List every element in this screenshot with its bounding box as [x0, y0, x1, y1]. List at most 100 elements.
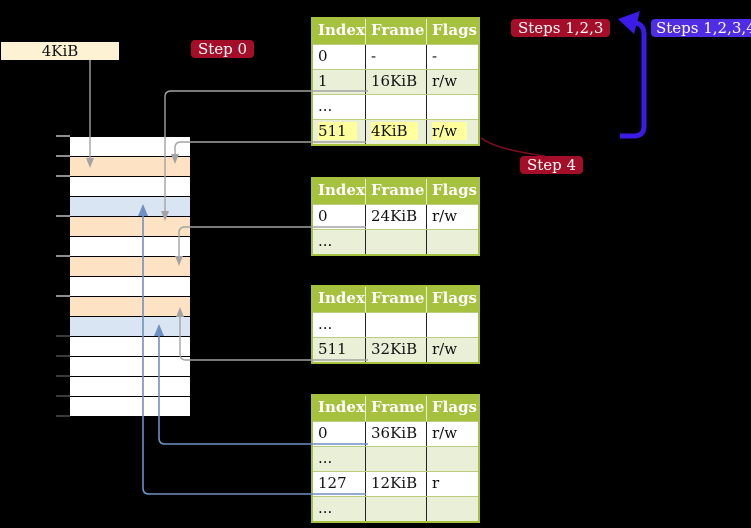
table-cell: ... — [313, 447, 366, 471]
table-cell: 0 — [313, 205, 366, 229]
big-loop-arrowhead-icon — [618, 11, 640, 34]
table-cell — [366, 230, 427, 254]
table-cell: 4KiB — [366, 120, 427, 144]
table-cell: ... — [313, 497, 366, 521]
memory-frame-row — [70, 357, 190, 377]
column-header: Frame — [366, 19, 427, 44]
column-header: Flags — [432, 181, 477, 199]
table-row: ... — [313, 446, 478, 471]
table-cell: 511 — [313, 120, 366, 144]
column-header: Index — [313, 179, 366, 204]
table-cell — [366, 95, 427, 119]
memory-frame-row — [70, 197, 190, 217]
table-row: ... — [313, 229, 478, 254]
table-cell: 16KiB — [366, 70, 427, 94]
table-cell: 24KiB — [366, 205, 427, 229]
memory-frame-row — [70, 337, 190, 357]
badge-step-4: Step 4 — [520, 156, 584, 174]
table-row: 511 4KiB r/w — [313, 119, 478, 144]
memory-address-tick — [56, 155, 70, 157]
table-cell: r — [432, 474, 440, 492]
step4-annotation-line — [480, 137, 546, 157]
table-cell: 0 — [313, 45, 366, 69]
table-cell — [366, 313, 427, 337]
table-cell: 511 — [313, 338, 366, 362]
column-header: Index — [313, 19, 366, 44]
highlighted-value: 511 — [318, 122, 357, 140]
memory-frame-row — [70, 157, 190, 177]
memory-address-tick — [56, 215, 70, 217]
column-header: Flags — [432, 289, 477, 307]
physical-memory-strip — [70, 137, 190, 417]
table-cell — [427, 497, 478, 521]
memory-address-tick — [56, 395, 70, 397]
page-size-label: 4KiB — [1, 42, 119, 60]
table-cell: ... — [313, 313, 366, 337]
highlighted-value: r/w — [432, 122, 468, 140]
table-cell — [427, 230, 478, 254]
table-cell: 1 — [313, 70, 366, 94]
table-cell: 36KiB — [366, 422, 427, 446]
badge-step-0: Step 0 — [191, 40, 255, 58]
table-row: 0-- — [313, 44, 478, 69]
memory-address-tick — [56, 295, 70, 297]
memory-frame-row — [70, 317, 190, 337]
table-cell: r/w — [432, 340, 458, 358]
table-cell — [366, 447, 427, 471]
memory-address-tick — [56, 255, 70, 257]
memory-frame-row — [70, 277, 190, 297]
memory-frame-row — [70, 397, 190, 417]
column-header: Frame — [366, 179, 427, 204]
table-cell: r/w — [432, 72, 458, 90]
big-loop-arrow — [620, 20, 647, 139]
memory-address-tick — [56, 175, 70, 177]
table-cell: ... — [313, 230, 366, 254]
memory-frame-row — [70, 217, 190, 237]
table-cell: 0 — [313, 422, 366, 446]
table-cell: ... — [313, 95, 366, 119]
memory-frame-row — [70, 257, 190, 277]
memory-frame-row — [70, 177, 190, 197]
memory-frame-row — [70, 297, 190, 317]
memory-address-tick — [56, 135, 70, 137]
memory-frame-row — [70, 237, 190, 257]
table-cell: - — [432, 47, 438, 65]
table-cell: r/w — [432, 424, 458, 442]
column-header: Flags — [432, 21, 477, 39]
column-header: Flags — [432, 398, 477, 416]
table-cell: r/w — [427, 120, 478, 144]
memory-frame-row — [70, 137, 190, 157]
highlighted-value: 4KiB — [371, 122, 418, 140]
table-cell: 127 — [313, 472, 366, 496]
memory-address-tick — [56, 415, 70, 417]
table-row: ... — [313, 496, 478, 521]
column-header: Index — [313, 287, 366, 312]
table-cell: - — [366, 45, 427, 69]
column-header: Index — [313, 396, 366, 421]
memory-address-tick — [56, 355, 70, 357]
table-cell — [366, 497, 427, 521]
column-header: Frame — [366, 396, 427, 421]
table-cell: r/w — [432, 207, 458, 225]
table-cell: 12KiB — [366, 472, 427, 496]
badge-steps-1-2-3: Steps 1,2,3 — [511, 19, 611, 37]
badge-steps-1-2-3-4: Steps 1,2,3,4 — [651, 19, 751, 37]
table-cell: 32KiB — [366, 338, 427, 362]
memory-address-tick — [56, 375, 70, 377]
table-cell — [427, 447, 478, 471]
table-row: ... — [313, 94, 478, 119]
memory-frame-row — [70, 377, 190, 397]
